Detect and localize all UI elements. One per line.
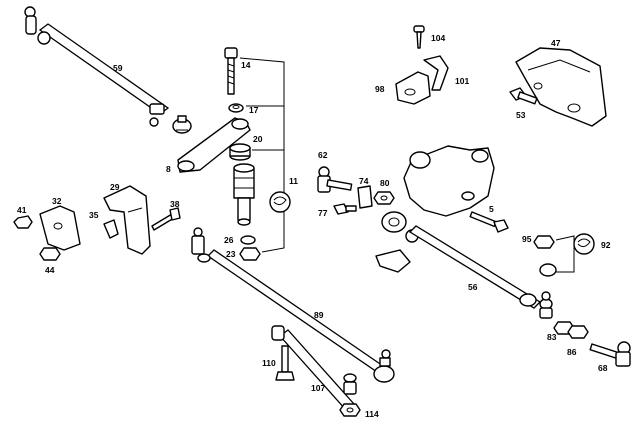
callout-56: 56: [468, 282, 478, 292]
part-62-tie-rod-end: [317, 166, 353, 193]
callout-89: 89: [314, 310, 324, 320]
part-41-nut: [13, 215, 33, 229]
part-11-gear-assembly: [233, 163, 255, 226]
callout-80: 80: [380, 178, 390, 188]
callout-62: 62: [318, 150, 328, 160]
part-14-bolt: [224, 47, 238, 95]
callout-11: 11: [289, 176, 298, 186]
part-8-pitman-arm: [177, 117, 251, 173]
callout-5: 5: [489, 204, 494, 214]
callout-68: 68: [598, 363, 608, 373]
callout-74: 74: [359, 176, 369, 186]
part-68-tie-rod-end: [589, 341, 631, 367]
part-104-screw: [413, 25, 425, 49]
callout-17: 17: [249, 105, 259, 115]
callout-77: 77: [318, 208, 328, 218]
callout-38: 38: [170, 199, 180, 209]
part-35-clip: [103, 219, 119, 239]
part-11-bracket: [239, 57, 291, 253]
callout-104: 104: [431, 33, 445, 43]
callout-114: 114: [365, 409, 379, 419]
callout-41: 41: [17, 205, 27, 215]
callout-44: 44: [45, 265, 55, 275]
callout-110: 110: [262, 358, 276, 368]
part-23-nut: [239, 247, 261, 261]
part-17-washer: [228, 103, 244, 113]
callout-101: 101: [455, 76, 469, 86]
callout-35: 35: [89, 210, 99, 220]
callout-98: 98: [375, 84, 385, 94]
part-53-bolt: [509, 87, 538, 105]
callout-29: 29: [110, 182, 120, 192]
part-74-bushing: [357, 185, 373, 209]
part-110-bolt: [275, 345, 295, 381]
part-26-washer: [240, 235, 256, 245]
part-80-nut: [373, 191, 395, 205]
callout-47: 47: [551, 38, 561, 48]
part-29-bracket: [103, 185, 151, 255]
callout-20: 20: [253, 134, 263, 144]
callout-14: 14: [241, 60, 251, 70]
callout-86: 86: [567, 347, 577, 357]
part-59-tie-rod: [24, 6, 192, 134]
part-89-long-tie-rod: [191, 227, 395, 383]
callout-8: 8: [166, 164, 171, 174]
part-20-bushing: [229, 143, 251, 161]
part-114-nut: [339, 403, 361, 417]
callout-59: 59: [113, 63, 123, 73]
part-98-mount: [395, 71, 431, 105]
part-95-nut: [533, 235, 555, 249]
part-38-screw: [151, 207, 181, 231]
part-5-bolt: [469, 211, 509, 233]
callout-53: 53: [516, 110, 526, 120]
callout-83: 83: [547, 332, 557, 342]
part-44-nut: [39, 247, 61, 261]
part-77-bolt: [333, 203, 357, 215]
part-56-drag-link: [408, 225, 553, 319]
callout-23: 23: [226, 249, 236, 259]
part-86-nut: [567, 325, 589, 339]
callout-26: 26: [224, 235, 234, 245]
part-32-bracket: [39, 205, 81, 251]
part-101-clip: [423, 55, 449, 91]
part-92-bracket: [539, 233, 595, 277]
callout-32: 32: [52, 196, 62, 206]
callout-92: 92: [601, 240, 611, 250]
part-47-bracket: [515, 47, 607, 127]
callout-107: 107: [311, 383, 325, 393]
steering-gear-housing: [375, 145, 495, 273]
callout-95: 95: [522, 234, 532, 244]
